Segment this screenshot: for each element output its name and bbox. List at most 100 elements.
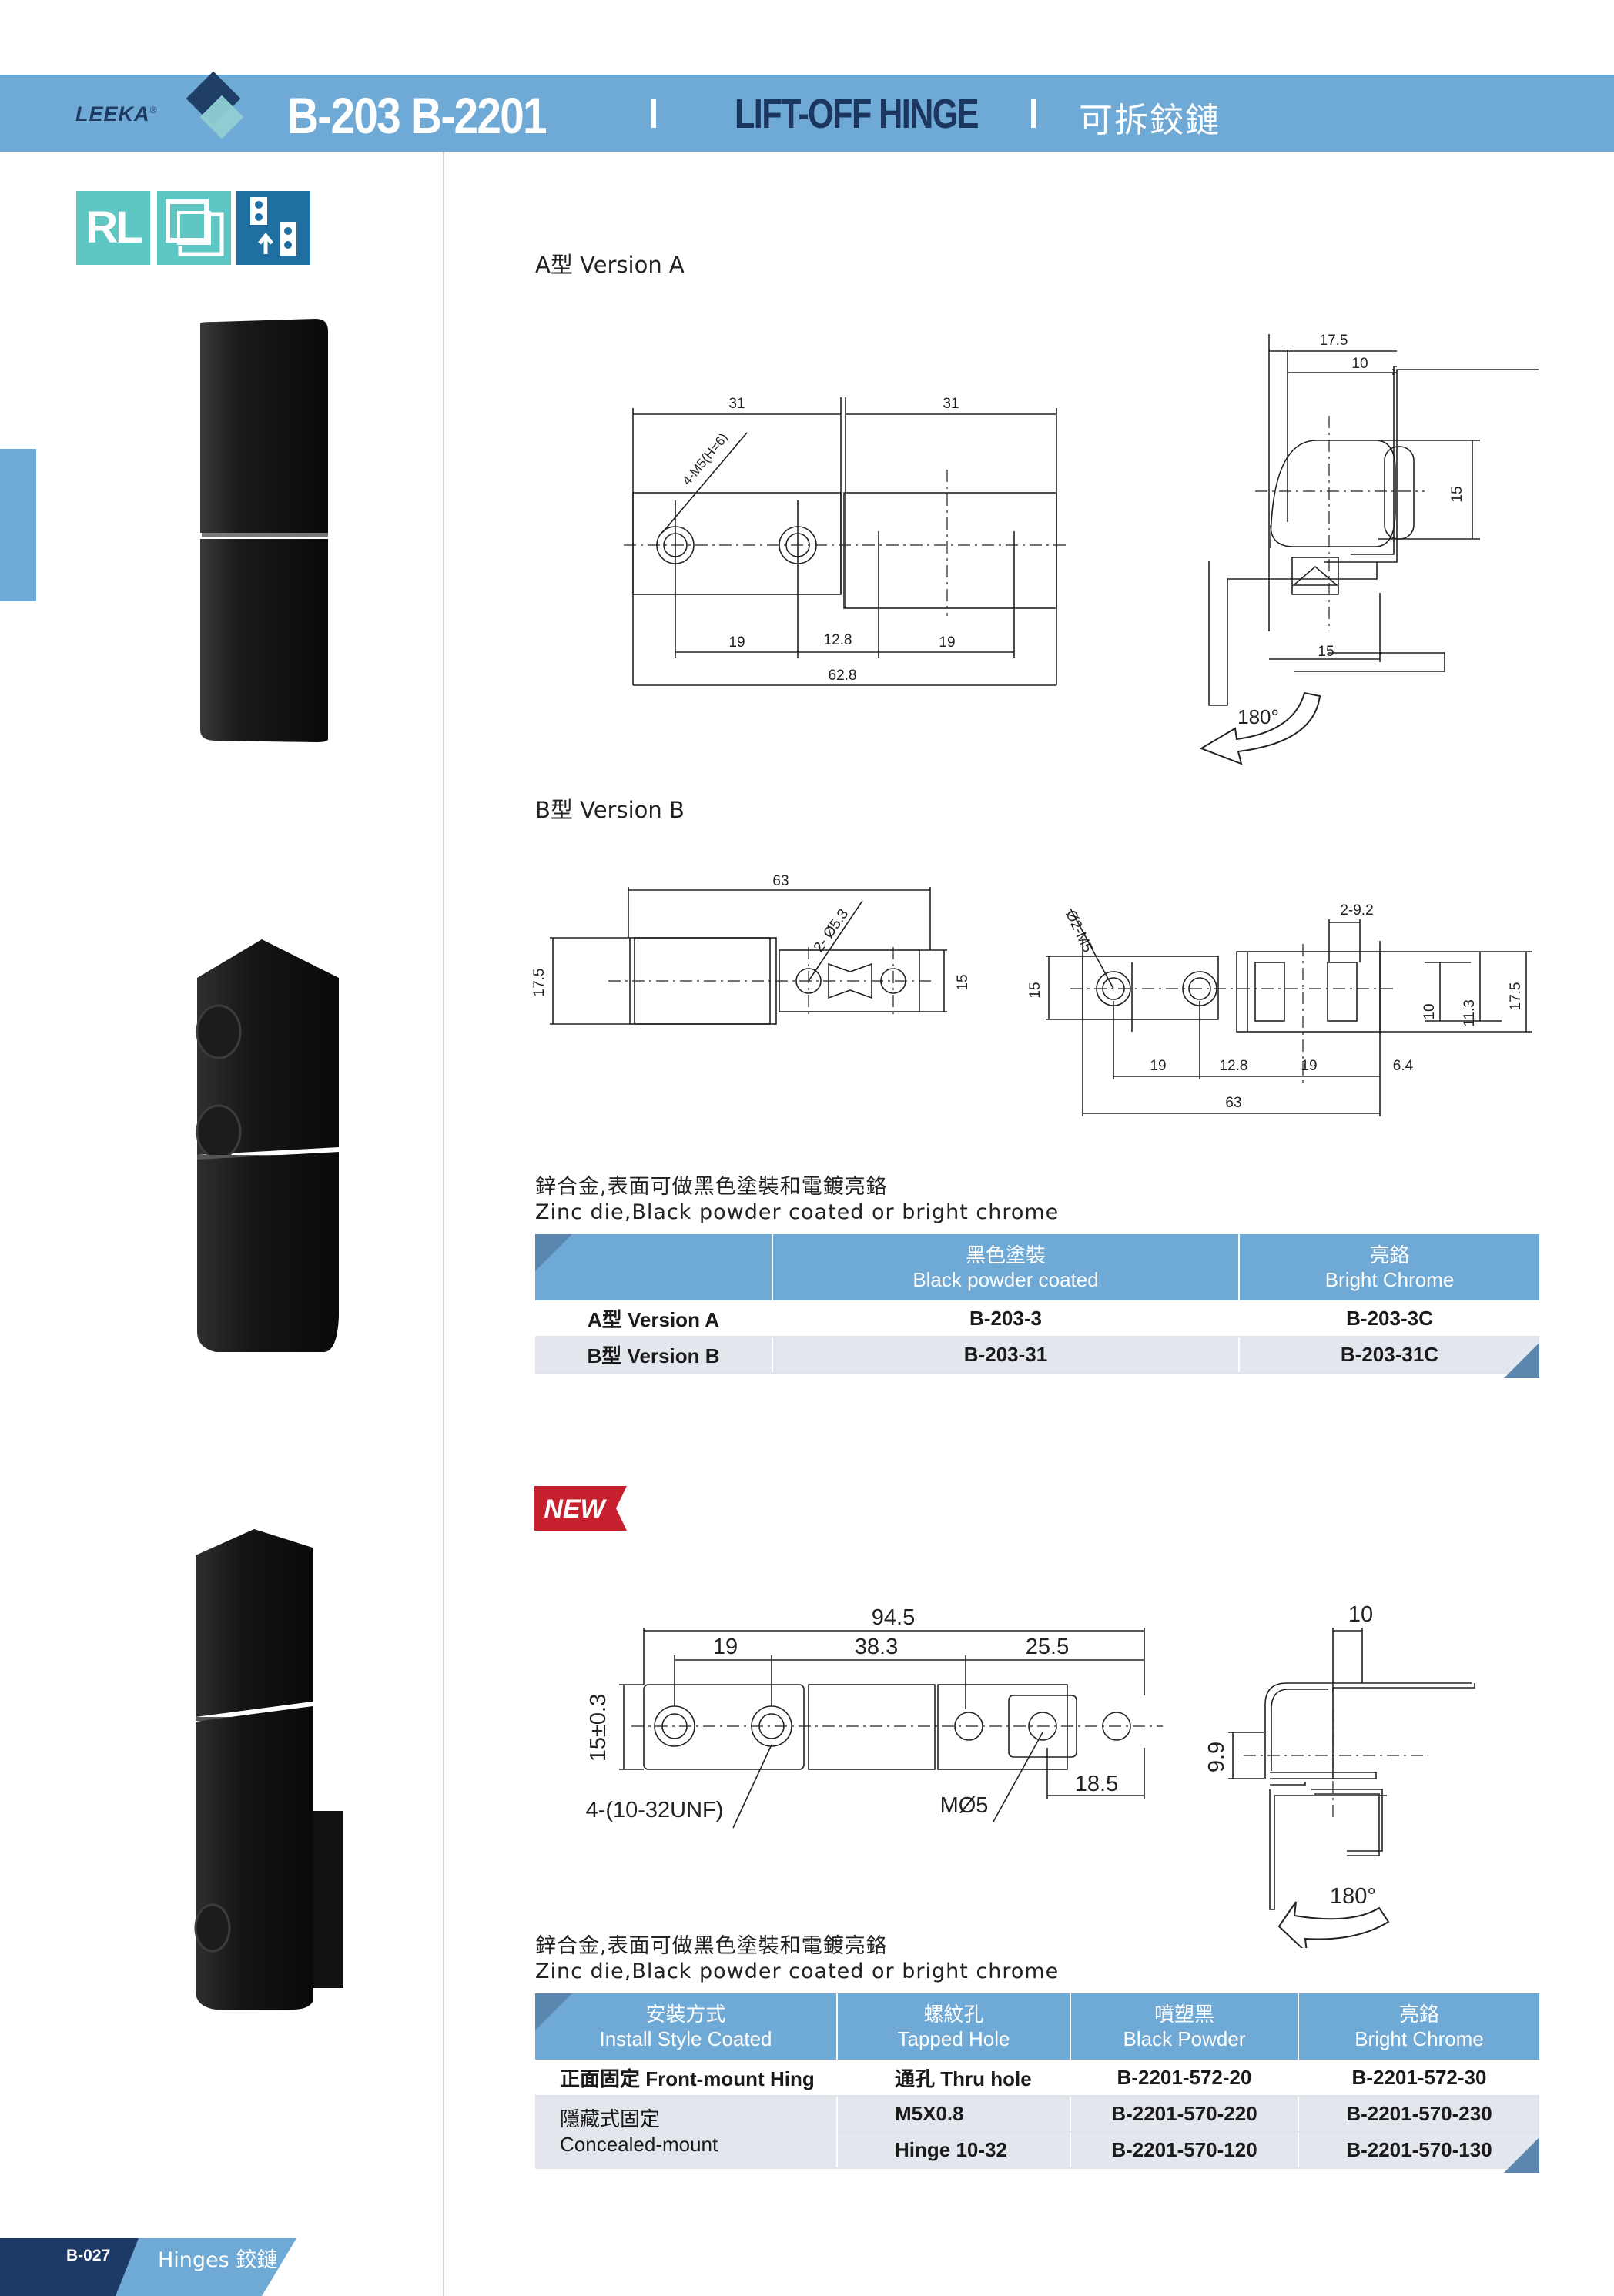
dim-label: 12.8: [1220, 1058, 1248, 1074]
version-b-front-drawing: 63 17.5 15 2- Ø5.3: [531, 873, 971, 1025]
version-a-label: A型 Version A: [535, 252, 685, 278]
table-corner-decoration: [535, 1993, 572, 2030]
table-cell: B-2201-572-20: [1070, 2060, 1299, 2097]
dim-label: 10: [1421, 1003, 1438, 1019]
table-cell: 通孔 Thru hole: [837, 2060, 1071, 2097]
table-cell: Hinge 10-32: [837, 2132, 1071, 2169]
table-cell: A型 Version A: [535, 1300, 773, 1337]
material-note: 鋅合金,表面可做黑色塗裝和電鍍亮鉻 Zinc die,Black powder …: [535, 1175, 1060, 1224]
header-separator: [1031, 99, 1036, 128]
table-row: B型 Version B B-203-31 B-203-31C: [535, 1337, 1539, 1374]
section-name: Hinges 鉸鏈: [158, 2248, 278, 2272]
brand-logo: LEEKA®: [75, 102, 158, 126]
product-name-cn: 可拆鉸鏈: [1079, 101, 1221, 140]
svg-text:NEW: NEW: [544, 1494, 607, 1524]
dim-label: 6.4: [1393, 1058, 1414, 1074]
dim-label: 19: [1301, 1058, 1317, 1074]
dim-label: 9.9: [1204, 1742, 1229, 1772]
table-cell: M5X0.8: [837, 2096, 1071, 2133]
dim-label: 17.5: [1320, 333, 1348, 349]
table-cell: B-2201-570-130: [1298, 2132, 1539, 2169]
dim-label: 15: [1449, 486, 1465, 502]
hinge-photo-version-b: [196, 939, 339, 1352]
table-cell: B-2201-570-220: [1070, 2096, 1299, 2133]
footer-tab: [0, 2238, 296, 2296]
thread-callout: Ø2-M5: [1062, 908, 1096, 956]
dim-label: 38.3: [855, 1635, 898, 1659]
dim-label: 11.3: [1462, 999, 1478, 1027]
thread-callout: 4-M5(H=6): [679, 430, 731, 488]
table-cell: B-2201-570-120: [1070, 2132, 1299, 2169]
table-row: Hinge 10-32 B-2201-570-120 B-2201-570-13…: [535, 2132, 1539, 2169]
b2201-side-drawing: 10 9.9 180°: [1204, 1602, 1475, 1948]
rotation-angle: 180°: [1330, 1884, 1376, 1909]
dim-label: 10: [1348, 1602, 1373, 1627]
thread-callout: 4-(10-32UNF): [586, 1798, 724, 1822]
dim-label: 31: [943, 396, 959, 412]
table-cell: B-203-3C: [1239, 1300, 1539, 1337]
header-band: [0, 75, 1614, 152]
dim-label: 15: [1318, 644, 1334, 660]
table-cell: 正面固定 Front-mount Hing: [535, 2060, 838, 2097]
rotation-angle: 180°: [1237, 705, 1279, 728]
mounting-hardware-icon: [236, 191, 310, 265]
dim-label: 62.8: [829, 668, 857, 684]
table-row: A型 Version A B-203-3 B-203-3C: [535, 1300, 1539, 1337]
rotation-arrow-icon: [1199, 691, 1321, 765]
dim-label: 17.5: [531, 969, 547, 997]
dim-label: 15: [1027, 982, 1043, 998]
dim-label: 12.8: [824, 632, 852, 648]
product-name-en: LIFT-OFF HINGE: [735, 91, 979, 137]
install-frame-icon: [157, 191, 231, 265]
table-cell: B型 Version B: [535, 1337, 773, 1374]
table-header: [535, 1234, 773, 1300]
dim-label: 2-9.2: [1340, 902, 1373, 919]
dim-label: 19: [728, 634, 745, 651]
dim-label: 25.5: [1026, 1635, 1069, 1659]
hole-callout: MØ5: [940, 1793, 989, 1818]
table-cell: B-203-31C: [1239, 1337, 1539, 1374]
table-corner-decoration: [1504, 1343, 1539, 1378]
dim-label: 15±0.3: [586, 1694, 611, 1762]
rl-badge: RL: [76, 191, 150, 265]
material-note: 鋅合金,表面可做黑色塗裝和電鍍亮鉻 Zinc die,Black powder …: [535, 1934, 1060, 1983]
hinge-photo-version-a: [200, 319, 328, 742]
table-corner-decoration: [1504, 2137, 1539, 2173]
dim-label: 18.5: [1075, 1772, 1118, 1796]
version-b-label: B型 Version B: [535, 797, 685, 823]
model-number: B-203 B-2201: [287, 87, 547, 144]
b2201-front-drawing: 94.5 19 38.3 25.5 15±0.3 4-(10-32UNF) MØ…: [586, 1605, 1163, 1829]
table-cell: B-203-31: [772, 1337, 1240, 1374]
table-cell: B-203-3: [772, 1300, 1240, 1337]
dim-label: 10: [1351, 356, 1368, 372]
rotation-arrow-icon: [1277, 1901, 1390, 1948]
dim-label: 15: [955, 974, 971, 990]
side-tab: [0, 449, 36, 601]
dim-label: 94.5: [872, 1605, 915, 1630]
table-corner-decoration: [535, 1234, 572, 1271]
dim-label: 19: [713, 1635, 738, 1659]
header-separator: [651, 99, 656, 128]
dim-label: 31: [728, 396, 745, 412]
version-a-front-drawing: 31 31 19 12.8 19 62.8 4-M5(H=6): [624, 396, 1070, 686]
page-number: B-027: [66, 2247, 111, 2264]
version-b-side-drawing: Ø2-M5 2-9.2 15 10 11.3 17.5 19 12.8 19 6…: [1027, 902, 1532, 1116]
dim-label: 17.5: [1508, 982, 1524, 1011]
hinge-photo-b2201: [194, 1529, 343, 2010]
column-divider: [443, 152, 444, 2296]
table-row: 正面固定 Front-mount Hing 通孔 Thru hole B-220…: [535, 2060, 1539, 2097]
dim-label: 19: [939, 634, 955, 651]
version-a-side-drawing: 17.5 10 15 15 180°: [1199, 333, 1539, 765]
new-badge: NEW: [534, 1486, 627, 1531]
